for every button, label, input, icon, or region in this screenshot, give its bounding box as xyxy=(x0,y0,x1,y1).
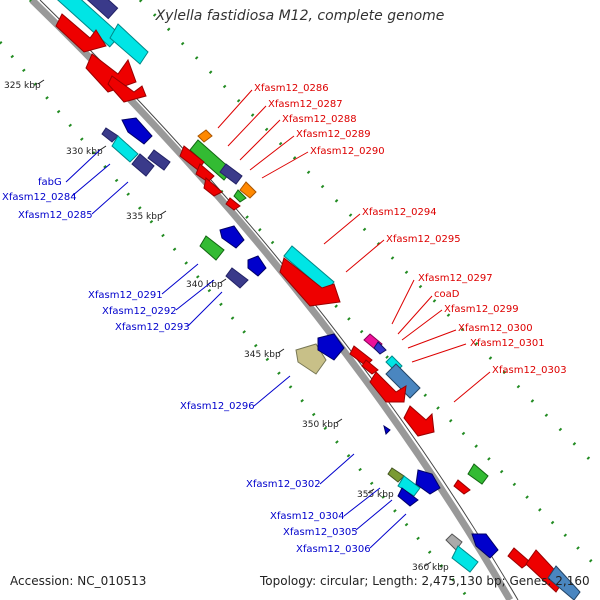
gene-feature[interactable] xyxy=(397,487,419,507)
reverse-strand-genes xyxy=(101,117,499,573)
gene-feature[interactable] xyxy=(203,177,223,197)
gene-feature[interactable] xyxy=(77,0,119,20)
tick-label-330: 330 kbp xyxy=(66,147,103,157)
gene-feature[interactable] xyxy=(199,235,225,261)
gene-feature[interactable] xyxy=(279,257,341,307)
tick-label-355: 355 kbp xyxy=(357,490,394,500)
gene-feature[interactable] xyxy=(361,359,379,375)
gene-feature[interactable] xyxy=(451,545,479,573)
gene-feature[interactable] xyxy=(369,371,407,403)
gene-feature[interactable] xyxy=(373,341,387,355)
gene-feature[interactable] xyxy=(383,424,391,435)
gene-feature[interactable] xyxy=(453,479,471,495)
gene-feature[interactable] xyxy=(295,343,327,375)
reverse-label-leaders xyxy=(65,149,407,549)
gene-label-xfasm12-0296[interactable]: Xfasm12_0296 xyxy=(180,401,255,412)
gene-feature[interactable] xyxy=(55,13,107,53)
gene-feature[interactable] xyxy=(317,333,345,361)
accession-text: Accession: NC_010513 xyxy=(10,574,147,588)
gene-label-xfasm12-0295[interactable]: Xfasm12_0295 xyxy=(386,234,461,245)
gene-feature[interactable] xyxy=(387,467,405,483)
gene-label-xfasm12-0288[interactable]: Xfasm12_0288 xyxy=(282,114,357,125)
gene-feature[interactable] xyxy=(507,547,531,569)
gene-feature[interactable] xyxy=(403,405,435,437)
gene-feature[interactable] xyxy=(225,197,241,211)
gene-feature[interactable] xyxy=(467,463,489,485)
gene-feature[interactable] xyxy=(225,267,249,289)
gene-feature[interactable] xyxy=(471,533,499,559)
gene-label-xfasm12-0287[interactable]: Xfasm12_0287 xyxy=(268,99,343,110)
gene-feature[interactable] xyxy=(121,117,153,145)
tick-label-350: 350 kbp xyxy=(302,420,339,430)
gene-feature[interactable] xyxy=(147,149,171,171)
gene-label-xfasm12-0293[interactable]: Xfasm12_0293 xyxy=(115,322,190,333)
gene-feature[interactable] xyxy=(131,153,155,177)
forward-label-leaders xyxy=(217,89,491,403)
gene-feature[interactable] xyxy=(233,189,247,203)
gene-label-xfasm12-0301[interactable]: Xfasm12_0301 xyxy=(470,338,545,349)
gene-feature[interactable] xyxy=(219,225,245,249)
gene-label-xfasm12-0299[interactable]: Xfasm12_0299 xyxy=(444,304,519,315)
gene-label-xfasm12-0292[interactable]: Xfasm12_0292 xyxy=(102,306,177,317)
tick-label-325: 325 kbp xyxy=(4,81,41,91)
tick-label-360: 360 kbp xyxy=(412,563,449,573)
gene-label-xfasm12-0302[interactable]: Xfasm12_0302 xyxy=(246,479,321,490)
gene-label-xfasm12-0300[interactable]: Xfasm12_0300 xyxy=(458,323,533,334)
gene-label-xfasm12-0291[interactable]: Xfasm12_0291 xyxy=(88,290,163,301)
gene-feature[interactable] xyxy=(247,255,267,277)
gene-feature[interactable] xyxy=(197,129,213,143)
gene-feature[interactable] xyxy=(385,363,421,399)
gc-track-inner xyxy=(0,41,472,600)
gene-label-xfasm12-0286[interactable]: Xfasm12_0286 xyxy=(254,83,329,94)
gene-label-xfasm12-0294[interactable]: Xfasm12_0294 xyxy=(362,207,437,218)
gene-feature[interactable] xyxy=(109,23,149,65)
gene-feature[interactable] xyxy=(547,565,581,600)
tick-marks xyxy=(37,79,432,567)
gene-label-xfasm12-0303[interactable]: Xfasm12_0303 xyxy=(492,365,567,376)
gene-feature[interactable] xyxy=(101,127,119,143)
gene-label-xfasm12-0297[interactable]: Xfasm12_0297 xyxy=(418,273,493,284)
gene-label-xfasm12-0290[interactable]: Xfasm12_0290 xyxy=(310,146,385,157)
gene-label-xfasm12-0306[interactable]: Xfasm12_0306 xyxy=(296,544,371,555)
gene-feature[interactable] xyxy=(85,53,137,93)
gene-feature[interactable] xyxy=(415,469,441,495)
genome-stats-text: Topology: circular; Length: 2,475,130 bp… xyxy=(260,574,590,588)
gene-feature[interactable] xyxy=(111,135,139,163)
gene-label-xfasm12-0285[interactable]: Xfasm12_0285 xyxy=(18,210,93,221)
forward-strand-genes xyxy=(49,0,581,600)
gene-feature[interactable] xyxy=(239,181,257,199)
gene-label-fabg[interactable]: fabG xyxy=(38,177,62,188)
gene-feature[interactable] xyxy=(219,163,243,185)
gene-feature[interactable] xyxy=(397,475,421,497)
gene-label-xfasm12-0284[interactable]: Xfasm12_0284 xyxy=(2,192,77,203)
map-title: Xylella fastidiosa M12, complete genome xyxy=(155,8,445,24)
gene-label-xfasm12-0289[interactable]: Xfasm12_0289 xyxy=(296,129,371,140)
tick-label-345: 345 kbp xyxy=(244,350,281,360)
gene-label-xfasm12-0305[interactable]: Xfasm12_0305 xyxy=(283,527,358,538)
gc-track-far xyxy=(138,0,600,472)
tick-label-335: 335 kbp xyxy=(126,212,163,222)
gene-label-xfasm12-0304[interactable]: Xfasm12_0304 xyxy=(270,511,345,522)
gene-feature[interactable] xyxy=(107,75,147,103)
tick-label-340: 340 kbp xyxy=(186,280,223,290)
gene-label-coad[interactable]: coaD xyxy=(434,289,460,300)
